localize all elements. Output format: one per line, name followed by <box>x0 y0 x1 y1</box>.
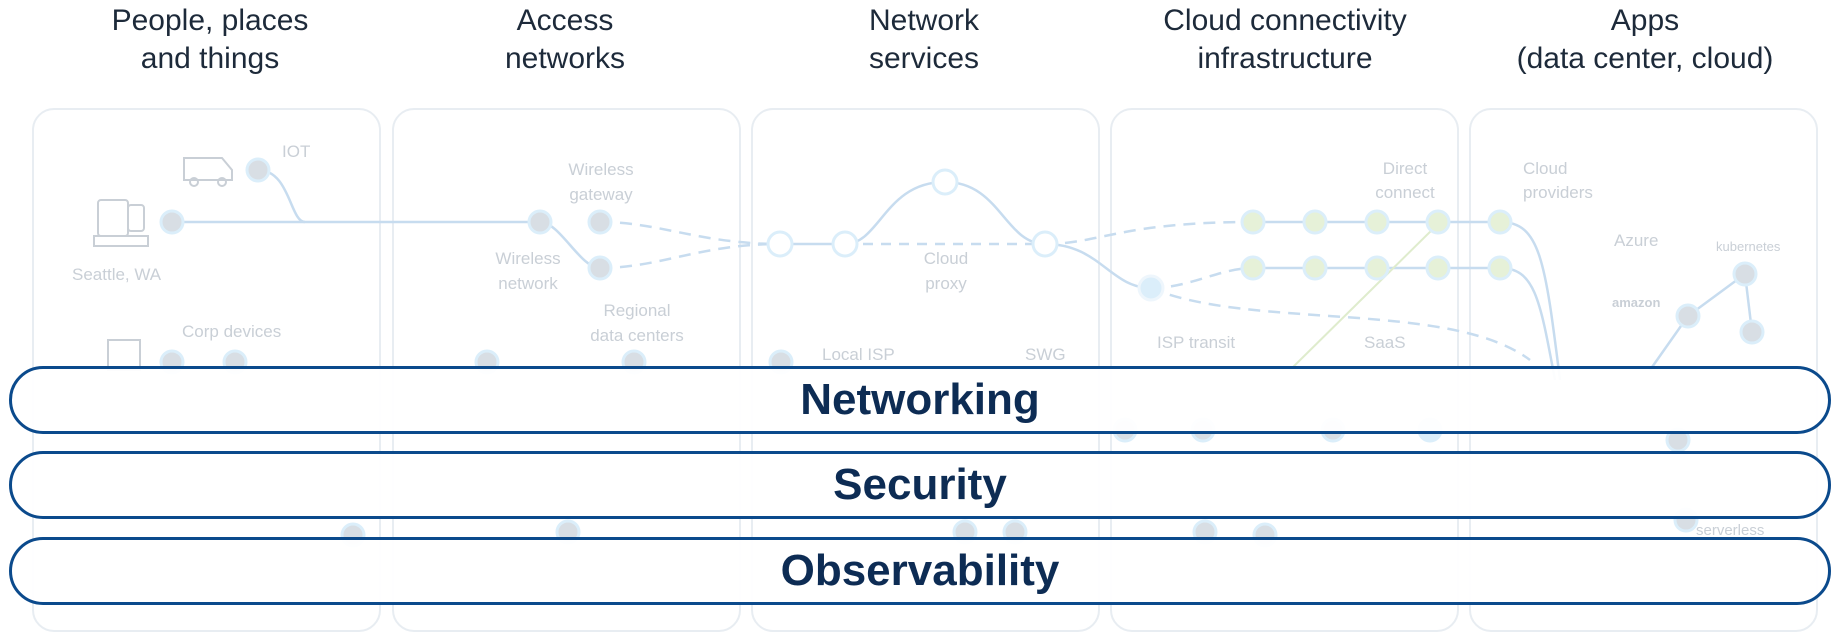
label-regional-2: data centers <box>590 326 684 345</box>
column-title-access: Access networks <box>504 4 626 75</box>
label-local-isp: Local ISP <box>822 345 895 364</box>
link-isp <box>1044 242 1152 290</box>
node-seattle <box>159 209 185 235</box>
label-regional-1: Regional <box>603 301 670 320</box>
link-gateway-dashed-1 <box>599 220 781 246</box>
label-swg: SWG <box>1025 345 1066 364</box>
node-k8s-2 <box>1675 303 1701 329</box>
node-direct-3 <box>1364 209 1390 235</box>
label-seattle: Seattle, WA <box>72 265 162 284</box>
label-corp-devices: Corp devices <box>182 322 281 341</box>
node-saas-3 <box>1364 255 1390 281</box>
label-cloud-providers-1: Cloud <box>1523 159 1567 178</box>
label-wireless-gateway-2: gateway <box>569 185 633 204</box>
phone-icon <box>127 204 145 232</box>
link-isp-dashed <box>1150 266 1254 290</box>
node-k8s-3 <box>1739 319 1765 345</box>
node-k8s-1 <box>1732 261 1758 287</box>
node-ns-2 <box>831 230 859 258</box>
label-isp-transit: ISP transit <box>1157 333 1235 352</box>
column-title-people: People, places and things <box>111 4 309 75</box>
column-title-apps: Apps (data center, cloud) <box>1516 4 1774 75</box>
link-cloud-down-1 <box>1499 220 1562 381</box>
label-direct-1: Direct <box>1383 159 1428 178</box>
label-cloud-proxy-1: Cloud <box>924 249 968 268</box>
label-wireless-network-1: Wireless <box>495 249 560 268</box>
label-amazon: amazon <box>1612 295 1660 310</box>
column-title-cloud-connectivity: Cloud connectivity infrastructure <box>1163 4 1407 75</box>
label-cloud-proxy-2: proxy <box>925 274 967 293</box>
node-proxy-top <box>931 168 959 196</box>
node-saas-1 <box>1240 255 1266 281</box>
column-title-network-services: Network services <box>868 4 980 75</box>
node-iot <box>245 157 271 183</box>
label-cloud-providers-2: providers <box>1523 183 1593 202</box>
node-saas-4 <box>1425 255 1451 281</box>
label-direct-2: connect <box>1375 183 1435 202</box>
label-wireless-network-2: network <box>498 274 558 293</box>
node-saas-5 <box>1487 255 1513 281</box>
node-direct-2 <box>1302 209 1328 235</box>
link-gateway-dashed-2 <box>599 242 781 270</box>
band-networking: Networking <box>9 366 1831 434</box>
tablet-icon <box>97 199 129 237</box>
label-iot: IOT <box>282 142 310 161</box>
band-observability: Observability <box>9 537 1831 605</box>
node-wireless-gateway-1 <box>587 209 613 235</box>
label-azure: Azure <box>1614 231 1658 250</box>
node-wireless-network <box>527 209 553 235</box>
link-saas-diag <box>1289 221 1441 371</box>
node-isp <box>1137 274 1165 302</box>
node-ns-1 <box>766 230 794 258</box>
node-saas-2 <box>1302 255 1328 281</box>
node-direct-1 <box>1240 209 1266 235</box>
label-saas: SaaS <box>1364 333 1406 352</box>
vehicle-icon <box>183 157 233 181</box>
link-isp-long <box>1150 286 1531 362</box>
device-icons <box>93 157 233 371</box>
laptop-icon <box>93 235 149 247</box>
label-kubernetes: kubernetes <box>1716 239 1781 254</box>
label-wireless-gateway-1: Wireless <box>568 160 633 179</box>
band-security: Security <box>9 451 1831 519</box>
node-direct-4 <box>1425 209 1451 235</box>
link-direct-dashed <box>1044 220 1254 246</box>
node-wireless-gateway-2 <box>587 255 613 281</box>
node-ns-3 <box>1031 230 1059 258</box>
label-serverless: serverless <box>1696 522 1764 539</box>
node-direct-5 <box>1487 209 1513 235</box>
